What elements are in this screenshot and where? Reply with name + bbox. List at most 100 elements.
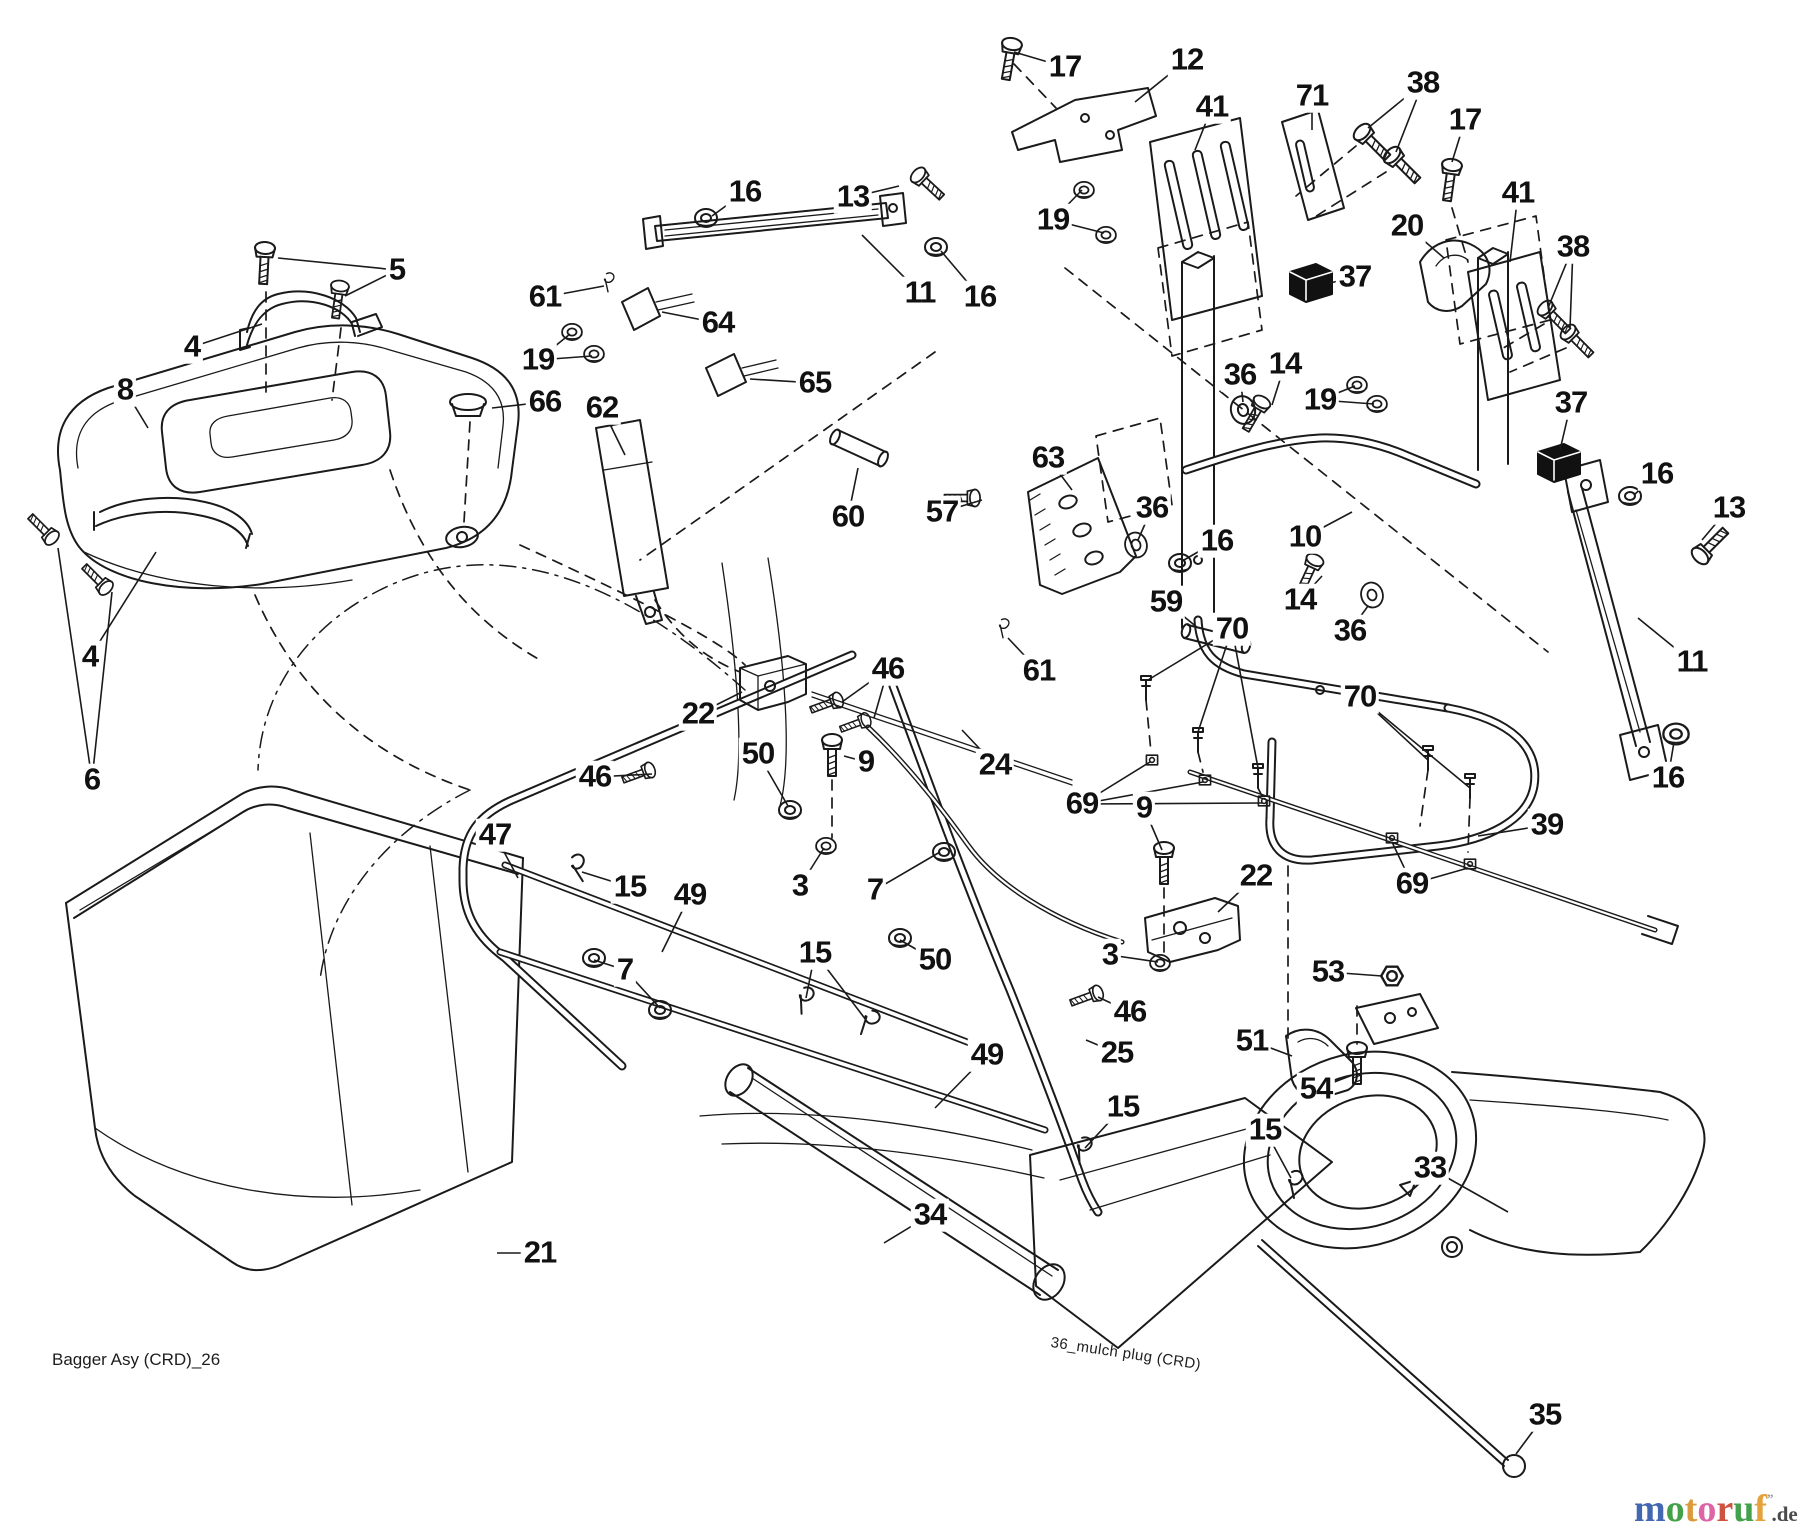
part-callout-15: 15 [795,936,835,970]
logo-letter: u [1733,1488,1755,1530]
part-callout-36: 36 [1220,358,1260,392]
part-callout-53: 53 [1308,955,1348,989]
leader-line [91,591,113,781]
part-callout-7: 7 [863,873,887,907]
logo-letter: t [1684,1488,1698,1530]
leader-line [57,547,93,781]
part-callout-5: 5 [385,253,409,287]
part-callout-19: 19 [1300,383,1340,417]
part-callout-16: 16 [725,175,765,209]
part-callout-49: 49 [670,878,710,912]
part-callout-9: 9 [854,745,878,779]
logo-letter: r [1716,1488,1734,1530]
part-callout-25: 25 [1097,1036,1137,1070]
part-callout-10: 10 [1285,520,1325,554]
part-callout-69: 69 [1062,787,1102,821]
part-callout-16: 16 [960,280,1000,314]
part-callout-54: 54 [1296,1072,1336,1106]
leader-line [1231,628,1259,769]
part-callout-15: 15 [1103,1090,1143,1124]
part-callout-69: 69 [1392,867,1432,901]
chute-drawing [699,1050,1706,1478]
part-callout-16: 16 [1197,524,1237,558]
part-callout-33: 33 [1410,1151,1450,1185]
part-callout-13: 13 [833,180,873,214]
part-callout-50: 50 [915,943,955,977]
part-callout-13: 13 [1709,491,1749,525]
part-callout-36: 36 [1132,491,1172,525]
part-callout-34: 34 [910,1198,950,1232]
part-callout-4: 4 [78,640,102,674]
part-callout-63: 63 [1028,441,1068,475]
part-callout-47: 47 [475,818,515,852]
basket-drawing [65,785,524,1272]
part-callout-16: 16 [1648,761,1688,795]
part-callout-4: 4 [180,330,204,364]
part-callout-16: 16 [1637,457,1677,491]
part-callout-49: 49 [967,1038,1007,1072]
part-callout-11: 11 [901,276,939,310]
part-callout-17: 17 [1045,50,1085,84]
hardware-strip-drawing [1145,699,1679,945]
part-callout-21: 21 [520,1236,560,1270]
motoruf-logo: motoruf”.de [1634,1490,1798,1528]
logo-letter: o [1697,1488,1717,1530]
part-callout-51: 51 [1232,1024,1272,1058]
part-callout-41: 41 [1498,176,1538,210]
part-callout-19: 19 [518,343,558,377]
logo-letter: f [1754,1488,1767,1530]
leader-line [1197,628,1233,733]
part-callout-41: 41 [1192,90,1232,124]
support-post-drawing [1095,215,1551,1041]
part-callout-38: 38 [1403,66,1443,100]
mount-bracket-drawing [1011,63,1567,401]
part-callout-8: 8 [113,373,137,407]
logo-trademark-mark: ” [1766,1491,1773,1506]
part-callout-46: 46 [1110,995,1150,1029]
leader-line [1081,802,1264,805]
end-cap-drawing [1289,263,1581,483]
frame-weldment-drawing [458,650,1125,1217]
part-callout-37: 37 [1551,386,1591,420]
part-callout-66: 66 [525,385,565,419]
part-callout-22: 22 [678,697,718,731]
logo-letter: o [1665,1488,1685,1530]
logo-letter: m [1634,1488,1666,1530]
part-callout-3: 3 [788,869,812,903]
part-callout-46: 46 [868,652,908,686]
part-callout-6: 6 [80,763,104,797]
part-callout-35: 35 [1525,1398,1565,1432]
part-callout-17: 17 [1445,103,1485,137]
part-callout-71: 71 [1292,79,1332,113]
part-callout-46: 46 [575,760,615,794]
part-callout-7: 7 [613,953,637,987]
part-callout-64: 64 [698,306,738,340]
part-callout-57: 57 [922,495,962,529]
part-callout-61: 61 [525,280,565,314]
leader-line [89,551,157,658]
part-callout-50: 50 [738,737,778,771]
part-callout-61: 61 [1019,654,1059,688]
leader-line [191,323,263,348]
part-callout-15: 15 [1245,1113,1285,1147]
logo-domain-suffix: .de [1771,1502,1798,1526]
part-callout-37: 37 [1335,260,1375,294]
part-callout-59: 59 [1146,585,1186,619]
dashed-guides [254,267,1549,981]
part-callout-12: 12 [1167,43,1207,77]
part-callout-38: 38 [1553,230,1593,264]
leader-line [277,257,398,271]
latch-parts-drawing [595,287,1439,1100]
part-callout-65: 65 [795,366,835,400]
part-callout-11: 11 [1673,645,1711,679]
part-callout-60: 60 [828,500,868,534]
part-callout-39: 39 [1527,808,1567,842]
drawing-caption: Bagger Asy (CRD)_26 [52,1350,221,1369]
part-callout-70: 70 [1212,612,1252,646]
part-callout-15: 15 [610,870,650,904]
part-callout-36: 36 [1330,614,1370,648]
part-callout-19: 19 [1033,203,1073,237]
